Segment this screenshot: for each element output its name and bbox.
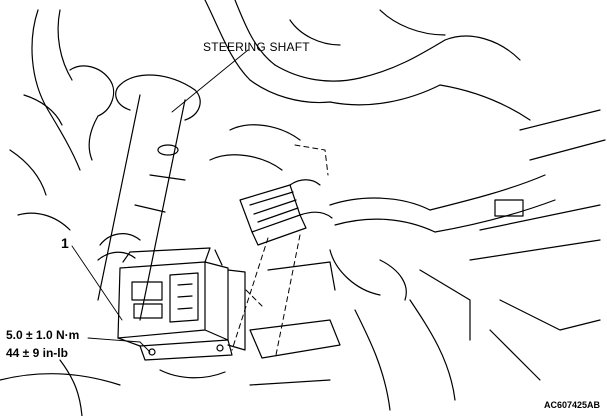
steering-shaft-label: STEERING SHAFT <box>203 40 310 54</box>
column-cover <box>9 9 115 231</box>
torque-spec-nm: 5.0 ± 1.0 N·m <box>6 328 80 342</box>
leader-lines <box>71 49 249 353</box>
upper-harness <box>204 0 531 171</box>
steering-shaft <box>97 74 201 321</box>
figure-code: AC607425AB <box>544 400 601 410</box>
alignment-guides <box>231 144 329 356</box>
component-callout-number: 1 <box>61 235 69 251</box>
lower-panel <box>0 261 601 416</box>
torque-spec-inlb: 44 ± 9 in-lb <box>6 346 68 360</box>
right-duct <box>329 109 606 341</box>
control-unit <box>117 247 246 361</box>
connector <box>239 179 333 246</box>
